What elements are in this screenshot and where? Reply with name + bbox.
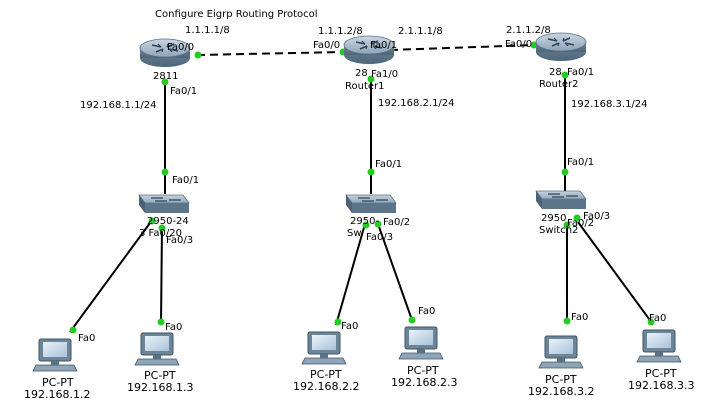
pc4-type: PC-PT [407, 364, 439, 377]
s0-ports: 3 Fa0/20 [139, 228, 182, 239]
r2-model: 28 [549, 67, 562, 78]
r2-port-fa00: Fa0/0 [505, 39, 532, 50]
s2-port-fa02: Fa0/2 [567, 218, 594, 229]
switch-0[interactable] [138, 194, 190, 214]
r1-port-fa10: Fa1/0 [371, 69, 398, 80]
s2-port-fa03: Fa0/3 [583, 211, 610, 222]
cable-s0-pc2[interactable] [160, 224, 163, 325]
switch-1[interactable] [345, 194, 397, 214]
r0-lan-ip: 192.168.1.1/24 [80, 100, 157, 111]
pc4-ip: 192.168.2.3 [391, 376, 457, 389]
s2-name-2: Switch2 [539, 225, 578, 236]
r0-name: 2811 [153, 71, 178, 82]
r1-wan-ip-left: 1.1.1.2/8 [318, 26, 363, 37]
s1-name: 2950- [350, 216, 379, 227]
pc3-port: Fa0 [341, 321, 358, 332]
r2-port-fa01: Fa0/1 [567, 67, 594, 78]
r1-model: 28 [355, 68, 368, 79]
pc-2[interactable] [134, 332, 180, 366]
cable-r0-r1[interactable] [196, 51, 344, 56]
pc6-ip: 192.168.3.3 [628, 379, 694, 392]
s1-port-fa03: Fa0/3 [366, 232, 393, 243]
s0-port-fa03: Fa0/3 [166, 235, 193, 246]
pc5-port: Fa0 [571, 312, 588, 323]
r0-port-fa00: Fa0/0 [167, 42, 194, 53]
cable-s1-pc3[interactable] [335, 223, 366, 326]
r2-name: Router2 [539, 79, 579, 90]
pc-3[interactable] [301, 331, 347, 365]
r2-wan-ip: 2.1.1.2/8 [506, 25, 551, 36]
r1-wan-ip-right: 2.1.1.1/8 [398, 26, 443, 37]
r0-wan-ip: 1.1.1.1/8 [185, 25, 230, 36]
pc2-port: Fa0 [165, 322, 182, 333]
s1-name-2: Sw [347, 228, 362, 239]
r2-lan-ip: 192.168.3.1/24 [571, 99, 648, 110]
pc2-type: PC-PT [144, 369, 176, 382]
pc3-type: PC-PT [310, 368, 342, 381]
s2-name: 2950 [541, 213, 566, 224]
pc5-ip: 192.168.3.2 [528, 385, 594, 398]
cable-s0-pc1[interactable] [69, 222, 151, 333]
r0-port-fa01: Fa0/1 [170, 86, 197, 97]
switch-2[interactable] [535, 190, 587, 210]
pc-4[interactable] [398, 326, 444, 360]
s0-name: 2950-24 [147, 216, 189, 227]
pc1-ip: 192.168.1.2 [24, 388, 90, 401]
cable-s1-pc4[interactable] [377, 223, 413, 321]
pc6-port: Fa0 [649, 313, 666, 324]
r1-port-fa01: Fa0/1 [370, 40, 397, 51]
s0-port-fa01: Fa0/1 [172, 175, 199, 186]
r1-lan-ip: 192.168.2.1/24 [378, 98, 455, 109]
cable-s2-pc6[interactable] [577, 221, 653, 324]
pc5-type: PC-PT [545, 373, 577, 386]
pc-5[interactable] [538, 335, 584, 369]
router-router2[interactable] [535, 32, 587, 62]
cables [69, 44, 653, 333]
pc3-ip: 192.168.2.2 [293, 380, 359, 393]
s1-port-fa01: Fa0/1 [375, 159, 402, 170]
pc-1[interactable] [32, 338, 78, 372]
r1-name: Router1 [345, 81, 385, 92]
diagram-title: Configure Eigrp Routing Protocol [155, 9, 318, 20]
r1-port-fa00: Fa0/0 [313, 40, 340, 51]
pc6-type: PC-PT [645, 367, 677, 380]
s2-port-fa01: Fa0/1 [567, 157, 594, 168]
pc1-type: PC-PT [42, 376, 74, 389]
pc1-port: Fa0 [78, 333, 95, 344]
cable-r1-r2[interactable] [389, 44, 535, 51]
pc-6[interactable] [636, 329, 682, 363]
pc2-ip: 192.168.1.3 [127, 381, 193, 394]
pc4-port: Fa0 [418, 306, 435, 317]
s1-port-fa02: Fa0/2 [383, 217, 410, 228]
